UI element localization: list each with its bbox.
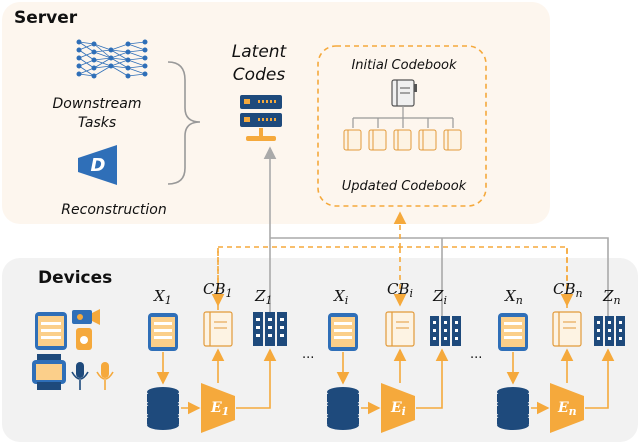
encoder-icon — [201, 383, 235, 433]
x-label: Xi — [333, 287, 348, 307]
codebook-icon — [552, 311, 582, 347]
decoder-icon-letter: D — [91, 155, 106, 176]
updated-codebook-icons — [343, 129, 462, 151]
encoder-label: En — [557, 400, 577, 418]
decoder-icon: D — [78, 145, 117, 185]
downstream-label-line1: Downstream — [52, 96, 141, 112]
latent-code-icon — [253, 312, 287, 346]
reconstruction-label: Reconstruction — [61, 202, 166, 218]
latent-code-icon — [430, 316, 461, 346]
latent-label-line2: Codes — [233, 65, 286, 85]
device-icons — [32, 309, 114, 390]
server-rack-icon — [240, 95, 282, 141]
neural-network-icon — [76, 39, 148, 79]
cb-label: CBi — [387, 280, 413, 300]
initial-codebook-icon — [391, 79, 417, 107]
x-label: X1 — [153, 287, 172, 307]
database-icon — [147, 387, 179, 430]
encoder-icon — [381, 383, 415, 433]
codebook-icon — [203, 311, 233, 347]
initial-codebook-label: Initial Codebook — [351, 58, 457, 73]
microphone-icon — [71, 362, 89, 390]
codebook-tree-lines — [352, 106, 454, 128]
microphone-icon — [96, 362, 114, 390]
latent-upload-line — [270, 237, 609, 318]
tablet-icon — [35, 312, 67, 350]
codebook-icon — [385, 311, 415, 347]
camera-icon — [72, 309, 100, 325]
latent-arrow — [416, 348, 449, 409]
server-title: Server — [14, 8, 78, 28]
latent-arrow — [236, 348, 277, 409]
z-label: Zn — [602, 287, 621, 307]
tablet-icon — [148, 313, 178, 351]
codebook-box — [317, 45, 487, 207]
x-label: Xn — [504, 287, 523, 307]
ellipsis: ... — [470, 347, 482, 362]
cb-label: CB1 — [203, 280, 233, 300]
encoder-label: E1 — [210, 400, 229, 418]
encoder-label: Ei — [390, 400, 406, 418]
latent-arrow — [585, 348, 615, 409]
z-label: Zi — [432, 287, 447, 307]
devices-title: Devices — [38, 268, 112, 288]
latent-code-icon — [594, 316, 625, 346]
database-icon — [497, 387, 529, 430]
device-group: Xn CBn Zn En — [497, 280, 625, 433]
tablet-icon — [498, 313, 528, 351]
device-group: X1 CB1 Z1 E1 — [147, 280, 287, 433]
ellipsis: ... — [302, 347, 314, 362]
device-group: Xi CBi Zi Ei — [327, 280, 461, 433]
updated-codebook-label: Updated Codebook — [342, 179, 467, 194]
downstream-label-line2: Tasks — [78, 115, 116, 131]
database-icon — [327, 387, 359, 430]
speaker-icon — [76, 328, 92, 350]
cb-label: CBn — [553, 280, 583, 300]
z-label: Z1 — [254, 287, 272, 307]
tablet-icon — [328, 313, 358, 351]
encoder-icon — [550, 383, 584, 433]
smartwatch-icon — [32, 354, 66, 390]
latent-label-line1: Latent — [232, 42, 288, 62]
tasks-bracket — [167, 61, 201, 185]
